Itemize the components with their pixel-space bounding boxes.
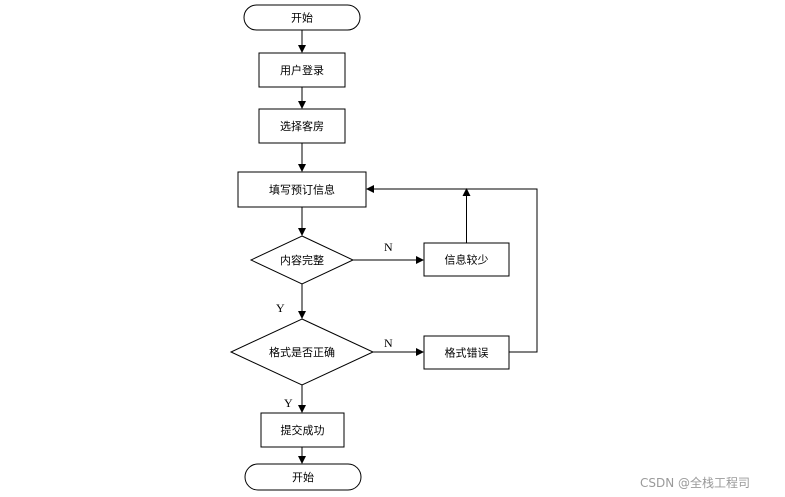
select-room-label: 选择客房 (280, 119, 324, 133)
format-error-process: 格式错误 (423, 335, 510, 370)
format-correct-decision: 格式是否正确 (229, 318, 375, 386)
submit-success-label: 提交成功 (281, 423, 325, 437)
format-error-label: 格式错误 (445, 346, 489, 360)
select-room-process: 选择客房 (258, 108, 346, 144)
login-process: 用户登录 (258, 52, 346, 88)
arrow-error-loop-back (366, 185, 538, 353)
end-label: 开始 (292, 470, 314, 484)
start-terminal: 开始 (243, 4, 361, 31)
content-complete-label: 内容完整 (280, 253, 324, 267)
format-yes-label: Y (284, 396, 293, 410)
login-label: 用户登录 (280, 63, 324, 77)
info-missing-process: 信息较少 (423, 242, 510, 277)
start-label: 开始 (291, 11, 313, 25)
fill-booking-process: 填写预订信息 (237, 171, 367, 208)
content-no-label: N (384, 240, 393, 254)
format-correct-label: 格式是否正确 (269, 345, 335, 359)
format-no-label: N (384, 336, 393, 350)
fill-booking-label: 填写预订信息 (269, 183, 335, 197)
submit-success-process: 提交成功 (260, 412, 345, 448)
info-missing-label: 信息较少 (445, 253, 489, 267)
watermark: CSDN @全栈工程司 (640, 476, 751, 490)
content-complete-decision: 内容完整 (249, 235, 355, 285)
content-yes-label: Y (276, 301, 285, 315)
connectors (298, 30, 538, 464)
end-terminal: 开始 (244, 463, 362, 491)
